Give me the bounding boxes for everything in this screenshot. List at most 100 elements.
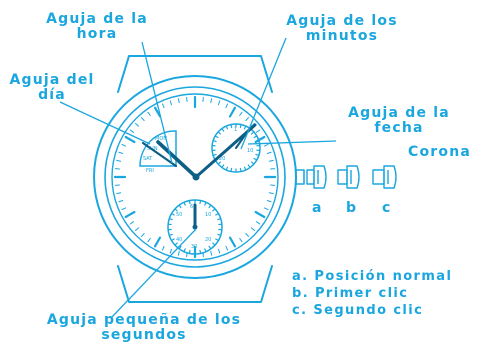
crown-position-a-icon	[306, 165, 327, 189]
date-subdial-tick	[251, 161, 255, 165]
minute-tick	[255, 221, 261, 225]
minute-tick	[121, 207, 127, 211]
minute-tick	[169, 248, 173, 254]
hour-index	[124, 135, 136, 144]
date-subdial-tick	[217, 161, 221, 165]
seconds-subdial-tick	[168, 233, 173, 236]
sec-mark-10: 10	[205, 212, 211, 218]
minute-tick	[140, 232, 145, 237]
day-mark-sat: SAT	[143, 156, 153, 162]
sec-mark-30: 30	[191, 244, 197, 250]
watch-bezel	[104, 86, 286, 268]
seconds-subdial-tick	[212, 208, 216, 212]
date-subdial-tick	[212, 153, 217, 157]
watch-dial	[111, 93, 279, 261]
seconds-subdial-tick	[208, 204, 212, 209]
date-subdial-tick	[247, 164, 251, 169]
minute-tick	[177, 98, 180, 104]
upper-lugs	[117, 55, 273, 93]
date-subdial-tick	[251, 131, 255, 135]
day-hand	[141, 141, 178, 168]
seconds-subdial-tick	[171, 238, 175, 242]
date-subdial-tick	[217, 131, 221, 135]
label-date-hand: Aguja de la fecha	[348, 105, 450, 136]
seconds-subdial-tick	[171, 212, 175, 216]
date-subdial-tick	[225, 166, 229, 171]
minute-tick	[116, 192, 122, 195]
minute-tick	[135, 227, 140, 232]
minute-tick	[239, 111, 243, 117]
date-subdial-tick	[221, 127, 225, 132]
hour-index	[228, 236, 237, 248]
minute-tick	[129, 221, 135, 225]
date-mark-10: 10	[247, 148, 253, 154]
minute-tick	[263, 207, 269, 211]
label-day-hand: Aguja del día	[9, 72, 95, 103]
minute-tick	[268, 192, 274, 195]
minute-tick	[147, 111, 151, 117]
hour-index	[153, 106, 162, 118]
seconds-subdial-tick	[188, 249, 191, 255]
seconds-subdial-tick	[204, 201, 207, 206]
day-mark-fri: FRI	[146, 168, 154, 174]
minute-tick	[116, 159, 122, 162]
hour-index	[254, 210, 266, 219]
seconds-subdial-tick	[188, 199, 191, 205]
seconds-subdial-tick	[217, 233, 222, 236]
leader-minute	[240, 37, 287, 150]
legend-item-a: a. Posición normal	[292, 269, 453, 284]
hour-index	[228, 106, 237, 118]
seconds-pin	[192, 224, 198, 230]
crown-position-b-icon	[337, 165, 360, 189]
minute-tick	[268, 159, 274, 162]
sec-mark-60: 60	[190, 204, 196, 210]
minute-tick	[210, 250, 213, 256]
minute-tick	[135, 122, 140, 127]
label-hour-hand: Aguja de la hora	[46, 11, 148, 42]
minute-tick	[225, 245, 229, 251]
date-subdial-tick	[253, 157, 258, 161]
crown-position-c-label: c	[382, 200, 391, 216]
minute-tick	[255, 129, 261, 133]
seconds-subdial-tick	[174, 208, 178, 212]
seconds-subdial-tick	[178, 245, 182, 250]
day-mark-mon: MON	[155, 136, 167, 142]
crown-position-a-label: a	[312, 200, 322, 216]
date-subdial-tick	[255, 139, 260, 143]
seconds-subdial-tick	[217, 218, 222, 221]
crown-stem	[295, 169, 305, 185]
seconds-subdial-tick	[183, 201, 186, 206]
minute-tick	[210, 98, 213, 104]
minute-tick	[245, 117, 250, 122]
date-subdial-tick	[243, 125, 247, 130]
date-mark-20: 20	[219, 156, 225, 162]
legend-item-c: c. Segundo clic	[292, 303, 424, 318]
minute-tick	[245, 232, 250, 237]
minute-tick	[225, 103, 229, 109]
seconds-subdial-tick	[204, 248, 207, 253]
seconds-subdial-tick	[174, 242, 178, 246]
date-subdial-tick	[239, 123, 242, 129]
minute-tick	[161, 245, 165, 251]
minute-tick	[266, 199, 272, 203]
date-mark-1: 1	[234, 127, 237, 133]
date-subdial-tick	[255, 153, 260, 157]
seconds-subdial-tick	[208, 245, 212, 250]
seconds-subdial-tick	[215, 238, 219, 242]
sec-mark-50: 50	[176, 212, 182, 218]
minute-tick	[147, 237, 151, 243]
date-subdial-tick	[212, 139, 217, 143]
date-subdial-tick	[214, 135, 219, 139]
minute-tick	[266, 151, 272, 155]
minute-tick	[263, 143, 269, 147]
date-subdial-tick	[239, 167, 242, 173]
date-subdial-tick	[221, 164, 225, 169]
seconds-subdial-tick	[178, 204, 182, 209]
minute-tick	[161, 103, 165, 109]
hour-index	[124, 210, 136, 219]
day-subdial	[139, 130, 177, 167]
seconds-subdial-tick	[168, 218, 173, 221]
seconds-subdial-tick	[199, 199, 202, 205]
minute-tick	[217, 100, 221, 106]
